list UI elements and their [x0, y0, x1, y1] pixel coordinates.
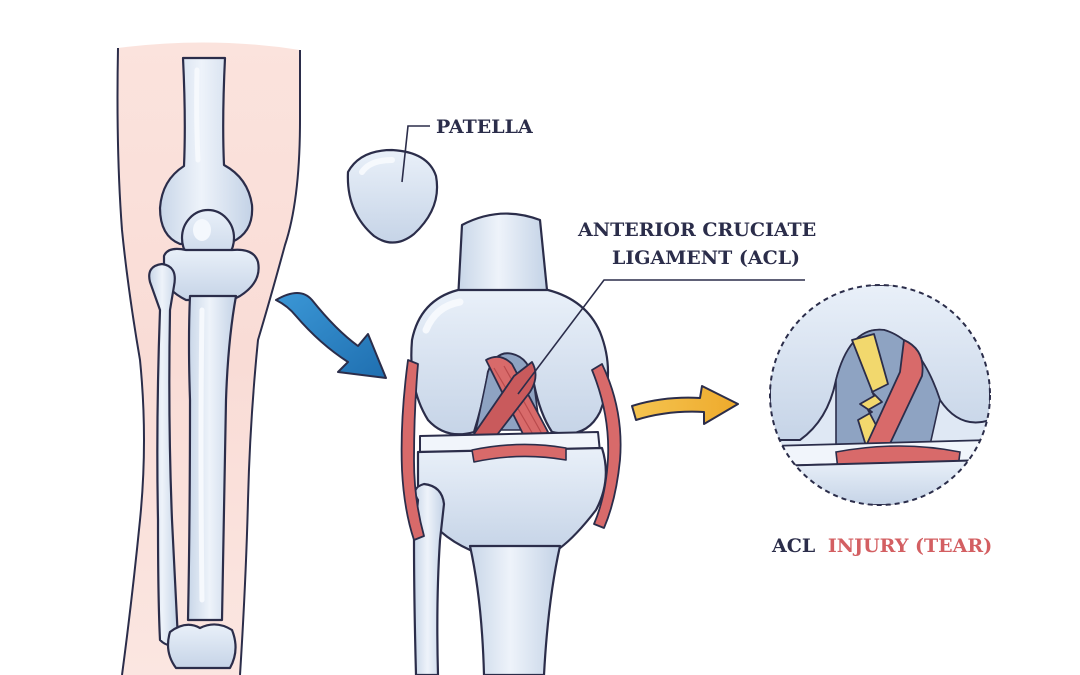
- acl-label-line1: ANTERIOR CRUCIATE: [577, 219, 816, 241]
- transverse-ligament: [471, 443, 567, 463]
- injury-label: ACL INJURY (TEAR): [771, 535, 992, 557]
- patella-label: PATELLA: [436, 116, 533, 138]
- injury-label-prefix: ACL: [771, 535, 815, 557]
- curved-arrow-right-icon: [631, 385, 739, 425]
- patella-leader-line: [401, 125, 430, 183]
- lateral-collateral-ligament: [400, 359, 425, 541]
- knee-tibia-shaft: [468, 544, 562, 675]
- tibia-plateau: [416, 446, 607, 552]
- leg-outline-left: [116, 47, 145, 675]
- ankle-bones: [166, 623, 237, 670]
- injury-label-highlight: INJURY (TEAR): [828, 535, 992, 557]
- medial-collateral-ligament: [591, 363, 622, 529]
- tibia-head: [162, 247, 260, 302]
- leg-outline-right: [239, 50, 301, 675]
- patella-detached: [346, 148, 439, 244]
- acl-tear-zoom: [769, 284, 991, 506]
- knee-joint: [400, 212, 622, 675]
- knee-femur-shaft: [456, 212, 550, 302]
- leg-illustration: [116, 42, 301, 675]
- curved-arrow-right-icon: [275, 292, 387, 379]
- fibula-bone: [148, 262, 180, 647]
- acl-leader-line: [517, 279, 805, 395]
- acl-label-line2: LIGAMENT (ACL): [612, 247, 800, 269]
